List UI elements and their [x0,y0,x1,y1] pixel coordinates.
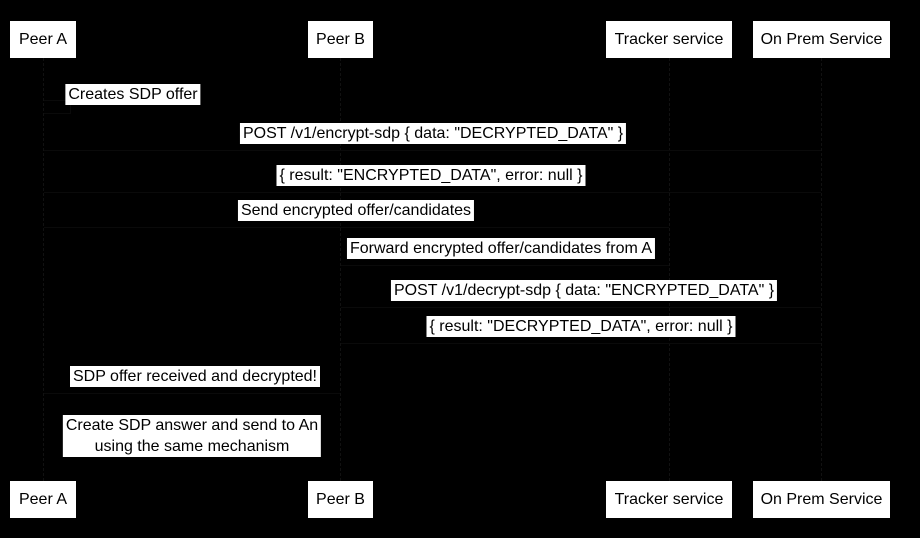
participant-label: Peer A [18,490,68,508]
participant-top-on-prem-service: On Prem Service [753,21,890,58]
participant-label: Peer B [316,490,365,508]
participant-label: Tracker service [614,30,724,48]
participant-top-peer-a: Peer A [10,21,76,58]
arrow-decrypt-response [341,343,821,344]
participant-bottom-peer-a: Peer A [10,481,76,518]
note-create-sdp-answer: Create SDP answer and send to An using t… [62,415,322,457]
message-post-encrypt-sdp: POST /v1/encrypt-sdp { data: "DECRYPTED_… [239,123,627,144]
participant-label: Tracker service [614,490,724,508]
participant-label: On Prem Service [760,490,883,508]
message-encrypt-result: { result: "ENCRYPTED_DATA", error: null … [276,165,586,186]
arrow-encrypt-request [44,150,821,151]
participant-bottom-peer-b: Peer B [308,481,373,518]
participant-label: Peer A [18,30,68,48]
lifeline-peer-a [43,58,44,481]
arrow-forward-offer [341,265,669,266]
participant-top-tracker-service: Tracker service [606,21,732,58]
participant-label: Peer B [316,30,365,48]
arrow-encrypt-response [44,192,821,193]
participant-bottom-tracker-service: Tracker service [606,481,732,518]
message-send-encrypted: Send encrypted offer/candidates [237,200,475,221]
message-creates-sdp-offer: Creates SDP offer [65,84,201,105]
arrow-send-offer [44,227,669,228]
message-post-decrypt-sdp: POST /v1/decrypt-sdp { data: "ENCRYPTED_… [390,280,778,301]
lifeline-peer-b [340,58,341,481]
arrow-decrypt-request [341,307,821,308]
lifeline-on-prem-service [821,58,822,481]
participant-bottom-on-prem-service: On Prem Service [753,481,890,518]
arrow-offer-received [44,393,340,394]
self-arrow-creates-sdp-offer [44,100,71,114]
participant-label: On Prem Service [760,30,883,48]
message-offer-received: SDP offer received and decrypted! [70,366,320,387]
participant-top-peer-b: Peer B [308,21,373,58]
message-decrypt-result: { result: "DECRYPTED_DATA", error: null … [426,316,736,337]
lifeline-tracker-service [669,58,670,481]
message-forward-encrypted: Forward encrypted offer/candidates from … [346,238,656,259]
